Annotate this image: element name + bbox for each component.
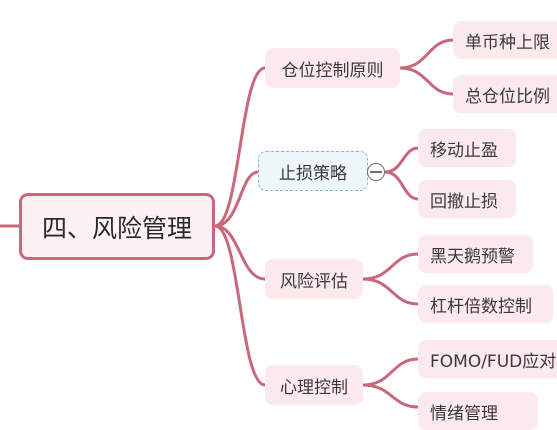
edge-b4-leaf-2 (361, 383, 420, 409)
edge-root-branch-3 (213, 224, 267, 281)
edge-b4-leaf-1 (361, 357, 420, 387)
leaf-single-coin-limit[interactable]: 单币种上限 (453, 21, 557, 59)
edge-b1-leaf-2 (398, 66, 455, 96)
leaf-drawdown-stop-loss[interactable]: 回撤止损 (418, 180, 516, 218)
branch-risk-assessment[interactable]: 风险评估 (265, 259, 363, 299)
collapse-toggle-icon[interactable] (367, 163, 385, 181)
edge-b3-leaf-2 (361, 277, 420, 306)
leaf-leverage-control[interactable]: 杠杆倍数控制 (418, 285, 553, 323)
leaf-total-position-ratio[interactable]: 总仓位比例 (453, 75, 557, 113)
edge-root-branch-4 (213, 224, 267, 387)
edge-b2-leaf-1 (383, 146, 420, 174)
edge-b2-leaf-2 (383, 170, 420, 201)
edge-b3-leaf-1 (361, 252, 420, 281)
leaf-trailing-take-profit[interactable]: 移动止盈 (418, 129, 516, 167)
leaf-black-swan-warning[interactable]: 黑天鹅预警 (418, 235, 533, 273)
edge-root-branch-1 (213, 66, 267, 228)
edge-b1-leaf-1 (398, 38, 455, 70)
branch-psychology[interactable]: 心理控制 (265, 365, 363, 405)
root-node[interactable]: 四、风险管理 (19, 193, 215, 260)
edge-root-branch-2 (213, 170, 260, 228)
leaf-emotion-management[interactable]: 情绪管理 (418, 392, 538, 430)
leaf-fomo-fud-response[interactable]: FOMO/FUD应对 (418, 340, 557, 378)
branch-position-control[interactable]: 仓位控制原则 (265, 48, 400, 88)
branch-stop-loss[interactable]: 止损策略 (258, 151, 368, 191)
mindmap-edges (0, 38, 455, 409)
